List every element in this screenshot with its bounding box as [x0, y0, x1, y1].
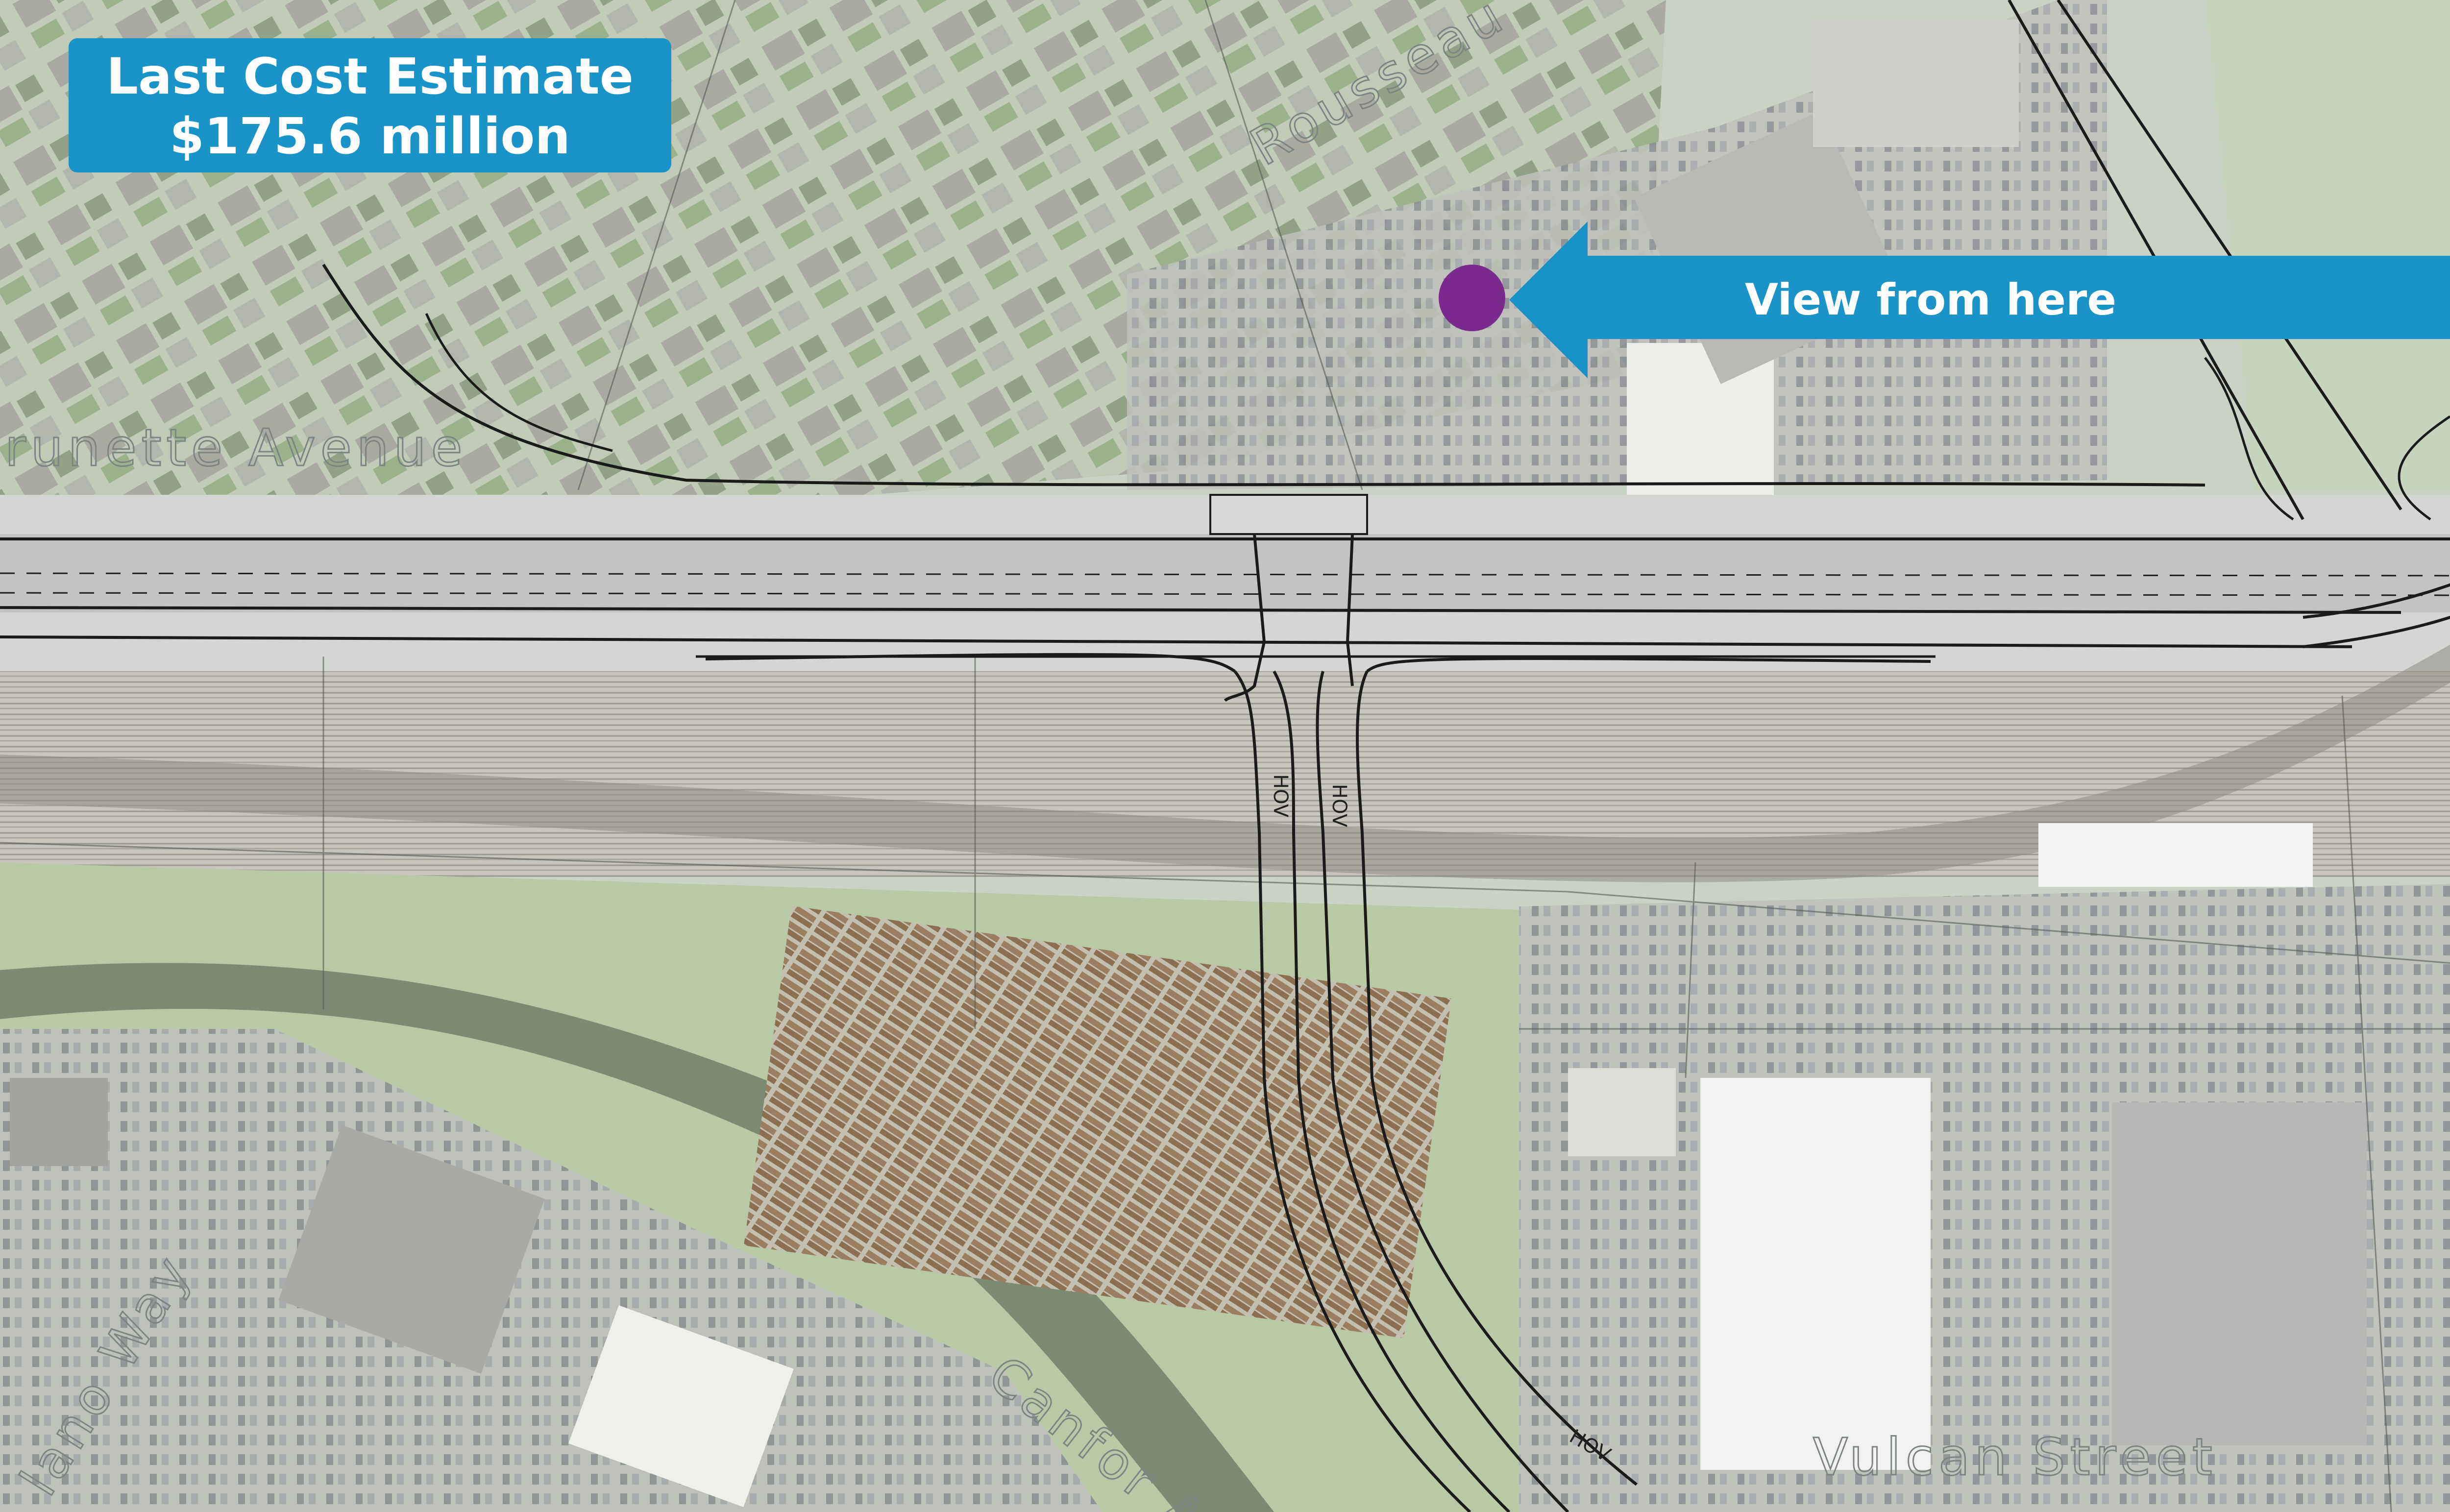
highway-lanes — [0, 534, 2450, 612]
warehouse-south-east-1 — [1700, 1078, 1931, 1470]
cost-estimate-value: $175.6 million — [170, 107, 570, 166]
warehouse-south-east-3 — [2038, 823, 2313, 887]
container-yard — [743, 905, 1452, 1339]
street-label-brunette-avenue: runette Avenue — [5, 418, 467, 478]
highway-design-lines — [0, 0, 2450, 658]
warehouse-south-east-2 — [2112, 1102, 2367, 1445]
building-south-west — [278, 1125, 545, 1374]
green-field-east — [2205, 0, 2450, 490]
building-south-west-2 — [568, 1305, 794, 1507]
lot-north-east — [1813, 20, 2019, 147]
industrial-south-west — [0, 1029, 1102, 1512]
view-arrow-shape — [1509, 221, 2450, 378]
cost-estimate-callout: Last Cost Estimate $175.6 million — [69, 38, 671, 172]
hov-ramp-design-lines — [705, 494, 1931, 1512]
viewpoint-marker[interactable] — [1439, 265, 1505, 331]
storage-yard-east — [1568, 1068, 1676, 1156]
view-direction-arrow — [1509, 221, 2450, 378]
hov-marking-1: HOV — [1269, 774, 1292, 818]
view-from-here-label: View from here — [1744, 274, 2117, 325]
building-far-west — [10, 1078, 108, 1166]
hov-marking-2: HOV — [1328, 784, 1350, 828]
cost-estimate-title: Last Cost Estimate — [106, 48, 634, 106]
street-label-vulcan-street: Vulcan Street — [1813, 1427, 2217, 1487]
rail-embankment — [0, 644, 2450, 882]
